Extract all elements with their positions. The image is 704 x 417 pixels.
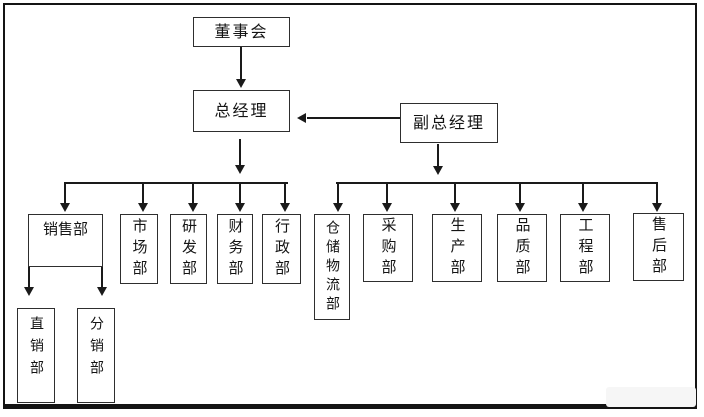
edge-dgm-branch-arrowhead — [433, 166, 443, 175]
node-warehouse-logistics-label: 仓储物流部 — [324, 219, 340, 315]
edge-dgm-purchasing-line — [386, 183, 388, 204]
edge-dgm-aftersales-line — [656, 183, 658, 204]
edge-dgm-gm-arrowhead — [297, 113, 306, 123]
node-quality: 品质部 — [497, 214, 547, 282]
node-production-label: 生产部 — [448, 216, 467, 280]
edge-dgm-engineering-line — [582, 183, 584, 204]
edge-dgm-warehouse-arrowhead — [333, 203, 343, 212]
node-general-manager: 总经理 — [193, 90, 290, 132]
edge-dgm-engineering-arrowhead — [578, 203, 588, 212]
edge-dgm-production-line — [454, 183, 456, 204]
edge-sales-distribution-line — [101, 267, 103, 288]
node-after-sales: 售后部 — [633, 213, 684, 281]
edge-sales-distribution-arrowhead — [97, 287, 107, 296]
edge-gm-admin-line — [284, 183, 286, 204]
node-deputy-general-manager: 副总经理 — [400, 103, 498, 143]
edge-dgm-quality-arrowhead — [515, 203, 525, 212]
node-board: 董事会 — [193, 17, 290, 47]
node-general-manager-label: 总经理 — [214, 101, 269, 120]
node-board-label: 董事会 — [214, 22, 269, 41]
node-distribution-label: 分销部 — [88, 316, 104, 382]
right-branch-bus-line — [336, 182, 658, 184]
edge-gm-branch-arrowhead — [235, 165, 245, 174]
edge-sales-direct-line — [28, 267, 30, 288]
edge-gm-finance-line — [239, 183, 241, 204]
edge-dgm-aftersales-arrowhead — [652, 203, 662, 212]
node-quality-label: 品质部 — [513, 216, 532, 280]
edge-dgm-warehouse-line — [337, 183, 339, 204]
edge-dgm-gm-line — [307, 117, 400, 119]
edge-gm-rnd-arrowhead — [188, 203, 198, 212]
node-purchasing-label: 采购部 — [379, 216, 398, 280]
node-finance: 财务部 — [217, 214, 253, 284]
edge-gm-sales-arrowhead — [60, 203, 70, 212]
edge-dgm-production-arrowhead — [450, 203, 460, 212]
node-rnd-label: 研发部 — [180, 217, 198, 281]
node-direct-sales-label: 直销部 — [28, 316, 44, 382]
edge-gm-branch-line — [239, 139, 241, 166]
node-finance-label: 财务部 — [226, 217, 245, 281]
node-engineering: 工程部 — [560, 214, 610, 282]
edge-gm-marketing-arrowhead — [138, 203, 148, 212]
edge-gm-marketing-line — [142, 183, 144, 204]
node-marketing-label: 市场部 — [130, 217, 149, 281]
node-marketing: 市场部 — [120, 214, 158, 284]
edge-gm-finance-arrowhead — [235, 203, 245, 212]
edge-dgm-purchasing-arrowhead — [382, 203, 392, 212]
node-sales: 销售部 — [28, 214, 103, 267]
edge-dgm-quality-line — [519, 183, 521, 204]
edge-gm-rnd-line — [192, 183, 194, 204]
node-rnd: 研发部 — [170, 214, 207, 284]
node-production: 生产部 — [432, 214, 482, 282]
node-admin-label: 行政部 — [273, 217, 291, 281]
node-distribution: 分销部 — [77, 308, 115, 403]
left-branch-bus-line — [64, 182, 288, 184]
node-engineering-label: 工程部 — [576, 216, 595, 280]
node-sales-label: 销售部 — [42, 220, 88, 238]
edge-board-gm-line — [240, 47, 242, 80]
node-purchasing: 采购部 — [363, 214, 413, 282]
node-after-sales-label: 售后部 — [650, 215, 668, 279]
node-direct-sales: 直销部 — [17, 308, 55, 403]
edge-sales-direct-arrowhead — [24, 287, 34, 296]
edge-gm-admin-arrowhead — [280, 203, 290, 212]
watermark-smudge — [606, 387, 696, 407]
node-admin: 行政部 — [262, 214, 301, 284]
node-deputy-general-manager-label: 副总经理 — [412, 113, 485, 132]
edge-dgm-branch-line — [437, 144, 439, 167]
edge-board-gm-arrowhead — [236, 79, 246, 88]
node-warehouse-logistics: 仓储物流部 — [314, 214, 350, 320]
edge-gm-sales-line — [64, 183, 66, 204]
